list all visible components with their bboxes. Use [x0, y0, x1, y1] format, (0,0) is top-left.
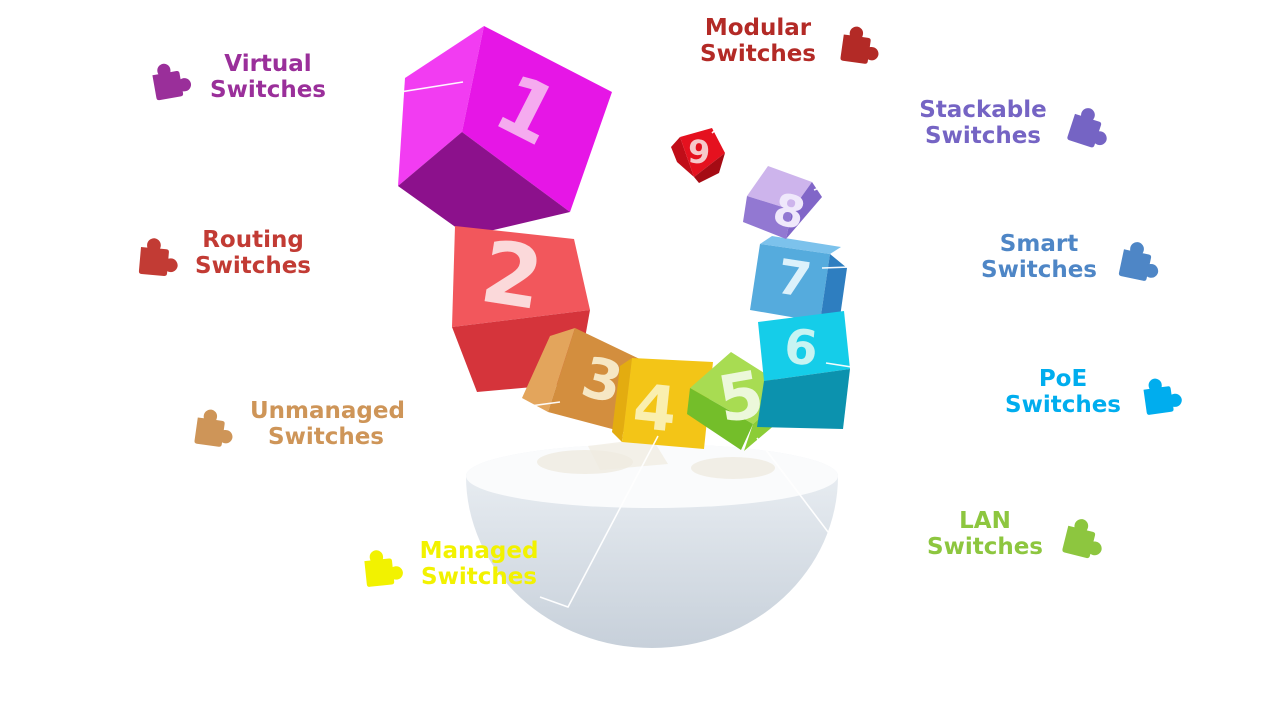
- cube-4-face-light: [612, 358, 632, 442]
- puzzle-icon: [1143, 378, 1182, 415]
- leader-line-modular: [711, 56, 799, 134]
- label-stackable-switches: Stackable Switches: [916, 97, 1112, 150]
- leader-line-poe: [825, 362, 1005, 392]
- cube-8-face-light: [747, 166, 812, 210]
- cube-8: 8: [743, 166, 822, 240]
- cube-1: 1: [398, 26, 612, 236]
- label-routing-switches: Routing Switches: [132, 227, 312, 280]
- label-text: LAN Switches: [927, 508, 1043, 560]
- cube-2-face-main: [452, 226, 590, 327]
- label-text: PoE Switches: [1005, 366, 1121, 418]
- leader-line-routing: [364, 257, 453, 264]
- label-virtual-switches: Virtual Switches: [145, 51, 331, 104]
- cube-9-face-light: [671, 137, 694, 177]
- cube-7: 7: [750, 236, 847, 331]
- leader-line-lan: [756, 437, 859, 561]
- leader-lines: [349, 56, 1005, 608]
- cube-6-face-dark: [757, 369, 850, 429]
- cube-3-face-light: [522, 328, 575, 412]
- label-text: Virtual Switches: [210, 51, 326, 103]
- leader-line-smart: [821, 261, 987, 269]
- label-text: Smart Switches: [981, 231, 1097, 283]
- puzzle-icon: [840, 26, 879, 64]
- bowl-shadow-patch: [691, 457, 775, 479]
- puzzle-icon: [138, 238, 178, 276]
- cube-6-number: 6: [782, 319, 820, 378]
- puzzle-icon: [1118, 241, 1159, 281]
- bowl-shadow-patch: [588, 438, 668, 470]
- label-modular-switches: Modular Switches: [696, 15, 882, 68]
- cube-6: 6: [757, 311, 850, 429]
- puzzle-icon: [364, 549, 403, 587]
- cube-7-face-light: [760, 236, 841, 254]
- leader-line-virtual: [349, 81, 464, 101]
- cube-1-face-main: [462, 26, 612, 212]
- leader-line-unmanaged: [424, 401, 561, 421]
- label-smart-switches: Smart Switches: [978, 231, 1162, 284]
- cube-9-face-main: [680, 128, 725, 177]
- leader-line-stackable: [813, 149, 919, 191]
- label-text: Unmanaged Switches: [250, 398, 405, 450]
- leader-line-managed: [539, 435, 659, 608]
- cube-9-number: 9: [687, 132, 712, 171]
- label-text: Routing Switches: [195, 227, 311, 279]
- cube-5-face-main: [687, 388, 753, 450]
- label-lan-switches: LAN Switches: [926, 508, 1106, 561]
- cube-8-face-main: [743, 196, 792, 239]
- cube-2: 2: [452, 222, 590, 392]
- puzzle-icon: [152, 63, 192, 100]
- cube-9-face-dark: [694, 153, 725, 183]
- label-unmanaged-switches: Unmanaged Switches: [188, 398, 405, 451]
- cube-1-face-dark: [398, 132, 570, 236]
- cube-8-face-dark: [786, 182, 822, 239]
- cube-4: 4: [612, 358, 713, 449]
- cube-4-number: 4: [630, 369, 681, 446]
- cube-7-face-main: [750, 244, 830, 322]
- puzzle-icon: [194, 409, 233, 447]
- label-text: Stackable Switches: [919, 97, 1047, 149]
- label-managed-switches: Managed Switches: [356, 538, 540, 591]
- bowl: [466, 438, 838, 648]
- label-poe-switches: PoE Switches: [1004, 366, 1182, 419]
- cube-4-face-main: [622, 358, 713, 449]
- puzzle-icon: [1067, 107, 1107, 148]
- puzzle-icon: [1062, 518, 1102, 558]
- label-text: Managed Switches: [419, 538, 539, 590]
- cube-9: 9: [671, 128, 725, 183]
- label-text: Modular Switches: [700, 15, 816, 67]
- cube-1-face-light: [398, 26, 484, 186]
